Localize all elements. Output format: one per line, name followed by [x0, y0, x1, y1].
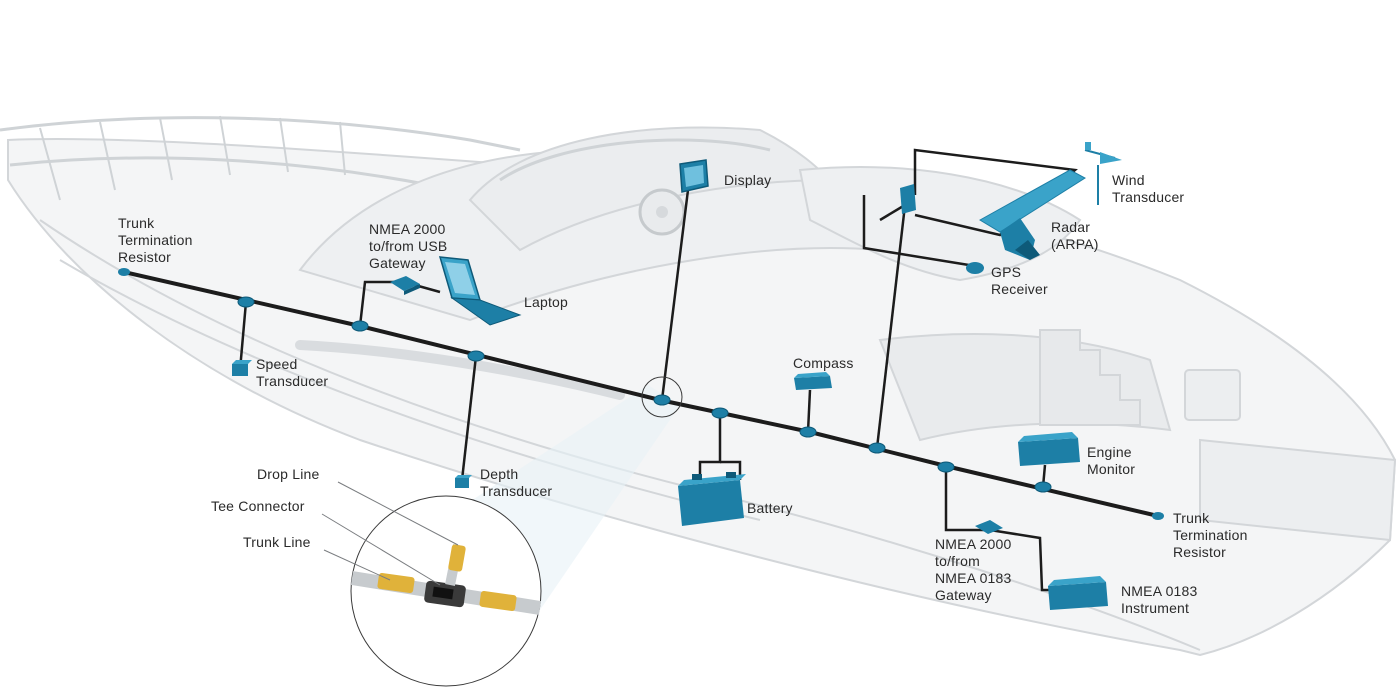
compass-device — [794, 372, 832, 390]
drop-line-0183 — [944, 467, 1050, 592]
display-device — [679, 159, 709, 193]
leader-lines — [321, 481, 459, 586]
depth-transducer-device — [455, 475, 472, 488]
drop-line-speed — [238, 301, 248, 371]
tee-connector — [711, 407, 729, 419]
tee-connector — [799, 426, 817, 438]
label-depth-transducer: Depth Transducer — [480, 466, 553, 499]
label-gps-receiver: GPS Receiver — [991, 264, 1048, 297]
trunk-line — [123, 270, 1159, 518]
label-compass: Compass — [793, 355, 854, 371]
termination-resistor-right — [1152, 512, 1164, 520]
tee-connector — [467, 350, 485, 362]
wind-transducer-device — [1084, 142, 1122, 205]
label-tee-connector: Tee Connector — [211, 498, 305, 514]
label-wind-transducer: Wind Transducer — [1112, 172, 1185, 205]
label-radar: Radar (ARPA) — [1051, 219, 1099, 252]
tee-connector — [1034, 481, 1052, 493]
speed-transducer-device — [232, 360, 252, 376]
label-laptop: Laptop — [524, 294, 569, 310]
laptop-device — [438, 256, 522, 326]
tee-connector — [653, 394, 671, 406]
label-nmea0183-gateway: NMEA 2000 to/from NMEA 0183 Gateway — [935, 536, 1012, 603]
tee-connector — [868, 442, 886, 454]
drop-line-radar-gps — [875, 204, 907, 449]
label-battery: Battery — [747, 500, 793, 516]
tee-connectors — [237, 296, 1052, 493]
drop-line-compass — [806, 389, 812, 433]
tee-connector — [237, 296, 255, 308]
label-trunk-termination-right: Trunk Termination Resistor — [1173, 510, 1248, 560]
label-engine-monitor: Engine Monitor — [1087, 444, 1136, 477]
radar-interface-device — [900, 184, 916, 214]
drop-line-battery — [698, 413, 722, 480]
usb-gateway-device — [390, 276, 420, 295]
label-drop-line: Drop Line — [257, 466, 320, 482]
nmea0183-gateway-device — [975, 520, 1003, 534]
tee-connector — [351, 320, 369, 332]
connector-detail-magnifier — [350, 495, 542, 687]
drop-line-display — [660, 189, 690, 401]
radar-device — [979, 169, 1086, 260]
magnifier-ring — [641, 376, 683, 418]
nmea0183-instrument-device — [1048, 576, 1108, 610]
label-nmea0183-instrument: NMEA 0183 Instrument — [1121, 583, 1198, 616]
label-trunk-line: Trunk Line — [243, 534, 311, 550]
engine-monitor-device — [1018, 432, 1080, 466]
label-trunk-termination-left: Trunk Termination Resistor — [118, 215, 193, 265]
gps-receiver-device — [966, 262, 984, 274]
tee-connector — [937, 461, 955, 473]
label-speed-transducer: Speed Transducer — [256, 356, 329, 389]
boat-illustration — [0, 115, 1397, 657]
label-display: Display — [724, 172, 772, 188]
termination-resistor-left — [118, 268, 130, 276]
battery-device — [678, 472, 746, 526]
label-usb-gateway: NMEA 2000 to/from USB Gateway — [369, 221, 448, 271]
drop-line-depth — [460, 355, 478, 481]
